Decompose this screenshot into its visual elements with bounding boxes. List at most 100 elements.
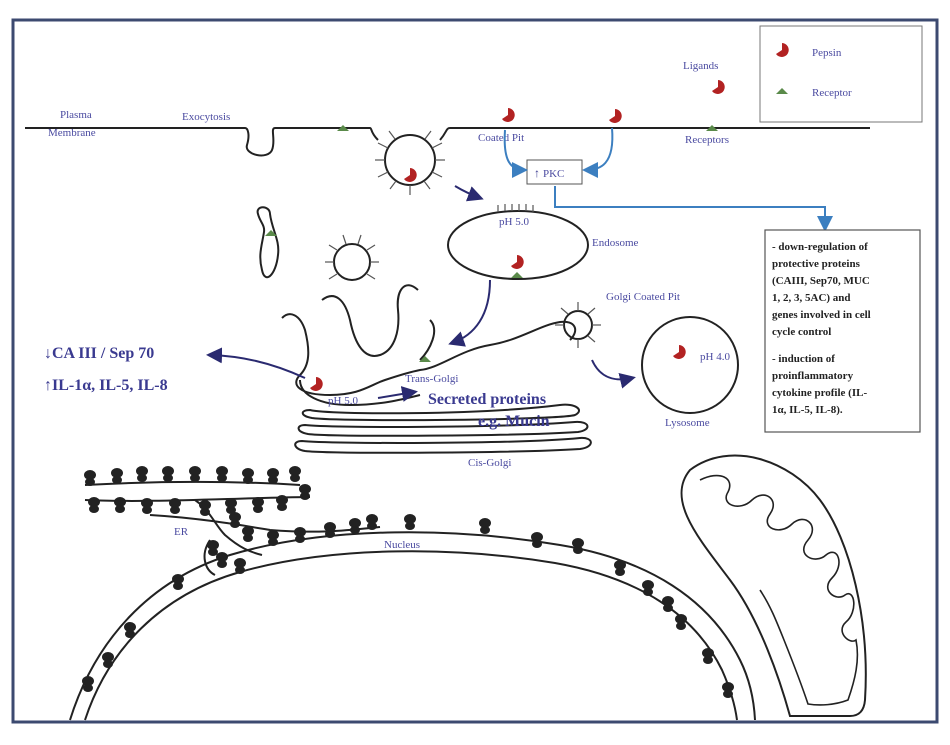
ribosome bbox=[642, 580, 654, 596]
ribosome bbox=[614, 560, 626, 576]
ribosome bbox=[88, 497, 100, 513]
legend-receptor-label: Receptor bbox=[812, 87, 852, 99]
effects-box-line-2: (CAIII, Sep70, MUC bbox=[772, 275, 870, 287]
ribosome bbox=[114, 497, 126, 513]
effects-box-line-6: - induction of bbox=[772, 353, 835, 365]
ribosome bbox=[531, 532, 543, 548]
ribosome bbox=[169, 498, 181, 514]
golgi-budding-vesicle bbox=[325, 234, 379, 281]
arrow-to-lysosome bbox=[591, 359, 636, 389]
cis-golgi-label: Cis-Golgi bbox=[468, 457, 511, 469]
exocytosis-label: Exocytosis bbox=[182, 111, 230, 123]
ribosome bbox=[242, 468, 254, 484]
effects-box: - down-regulation of protective proteins… bbox=[764, 229, 921, 433]
pepsin-icon bbox=[673, 345, 686, 359]
golgi-stack bbox=[294, 403, 592, 454]
er-label: ER bbox=[174, 526, 189, 538]
ribosome bbox=[572, 538, 584, 554]
ribosome bbox=[276, 495, 288, 511]
ribosome bbox=[252, 497, 264, 513]
golgi-coated-pit bbox=[555, 302, 601, 348]
pepsin-icon bbox=[712, 80, 725, 94]
nucleus bbox=[69, 514, 756, 721]
ribosome bbox=[84, 470, 96, 486]
pkc-arrow-icon: ↑ bbox=[534, 166, 540, 180]
ribosome bbox=[216, 466, 228, 482]
golgi-coated-pit-label: Golgi Coated Pit bbox=[606, 291, 680, 303]
plasma-membrane-label-1: Plasma bbox=[60, 109, 92, 121]
ribosome bbox=[675, 614, 687, 630]
endosome-label: Endosome bbox=[592, 237, 639, 249]
pkc-label: PKC bbox=[543, 168, 564, 180]
effects-box-line-7: proinflammatory bbox=[772, 370, 854, 382]
trans-golgi bbox=[281, 284, 577, 407]
ribosome bbox=[199, 500, 211, 516]
effects-left-line2: ↑IL-1α, IL-5, IL-8 bbox=[44, 377, 168, 394]
endosome bbox=[447, 204, 589, 280]
ribosome bbox=[141, 498, 153, 514]
arrow-vesicle-to-endosome bbox=[454, 185, 484, 202]
effects-left-line1: ↓CA III / Sep 70 bbox=[44, 345, 154, 362]
ribosome bbox=[225, 498, 237, 514]
ribosome bbox=[207, 540, 219, 556]
nucleus-label: Nucleus bbox=[384, 539, 420, 551]
pkc-box: ↑ PKC bbox=[526, 159, 583, 185]
mitochondrion bbox=[680, 454, 867, 717]
pepsin-icon bbox=[310, 377, 323, 391]
ribosome bbox=[404, 514, 416, 530]
lysosome bbox=[641, 316, 739, 414]
ribosome bbox=[82, 676, 94, 692]
pepsin-icon bbox=[404, 168, 417, 182]
ribosome bbox=[172, 574, 184, 590]
pepsin-icon bbox=[609, 109, 622, 123]
arrow-to-pkc-left bbox=[503, 129, 528, 178]
lysosome-label: Lysosome bbox=[665, 417, 710, 429]
ribosome bbox=[124, 622, 136, 638]
secretory-vesicle bbox=[256, 206, 280, 279]
arrow-pkc-to-box bbox=[554, 186, 833, 232]
ribosome bbox=[289, 466, 301, 482]
ribosome bbox=[299, 484, 311, 500]
ribosome bbox=[136, 466, 148, 482]
ribosome bbox=[189, 466, 201, 482]
effects-box-line-0: - down-regulation of bbox=[772, 241, 868, 253]
coated-pit-label: Coated Pit bbox=[478, 132, 524, 144]
ribosome bbox=[162, 466, 174, 482]
ribosome bbox=[366, 514, 378, 530]
effects-box-line-3: 1, 2, 3, 5AC) and bbox=[772, 292, 851, 304]
ribosome bbox=[662, 596, 674, 612]
golgi-ph-label: pH 5.0 bbox=[328, 395, 358, 407]
secreted-proteins-label: Secreted proteins bbox=[428, 391, 546, 408]
coated-vesicle bbox=[375, 130, 445, 195]
ribosome bbox=[349, 518, 361, 534]
pepsin-icon bbox=[511, 255, 524, 269]
legend-pepsin-label: Pepsin bbox=[812, 47, 842, 59]
legend: Pepsin Receptor bbox=[759, 25, 923, 123]
arrow-to-pkc-right bbox=[582, 127, 614, 178]
endoplasmic-reticulum bbox=[84, 480, 381, 576]
ribosome bbox=[722, 682, 734, 698]
ribosome bbox=[102, 652, 114, 668]
pepsin-icon bbox=[502, 108, 515, 122]
mucin-label: e.g. Mucin bbox=[478, 413, 550, 430]
ribosome bbox=[702, 648, 714, 664]
ribosome bbox=[242, 526, 254, 542]
endosome-ph-label: pH 5.0 bbox=[499, 216, 529, 228]
figure-border bbox=[11, 18, 939, 724]
ribosome bbox=[111, 468, 123, 484]
ribosome bbox=[267, 468, 279, 484]
receptor-icon bbox=[511, 272, 523, 278]
effects-box-line-5: cycle control bbox=[772, 326, 831, 338]
ribosome bbox=[229, 512, 241, 528]
arrow-endosome-to-golgi bbox=[448, 279, 491, 347]
receptors-label: Receptors bbox=[685, 134, 729, 146]
effects-box-line-8: cytokine profile (IL- bbox=[772, 387, 867, 399]
trans-golgi-label: Trans-Golgi bbox=[405, 373, 458, 385]
effects-box-line-9: 1α, IL-5, IL-8). bbox=[772, 404, 843, 416]
lysosome-ph-label: pH 4.0 bbox=[700, 351, 730, 363]
effects-box-line-4: genes involved in cell bbox=[772, 309, 871, 321]
ligands-label: Ligands bbox=[683, 60, 718, 72]
ribosome bbox=[479, 518, 491, 534]
plasma-membrane-label-2: Membrane bbox=[48, 127, 96, 139]
